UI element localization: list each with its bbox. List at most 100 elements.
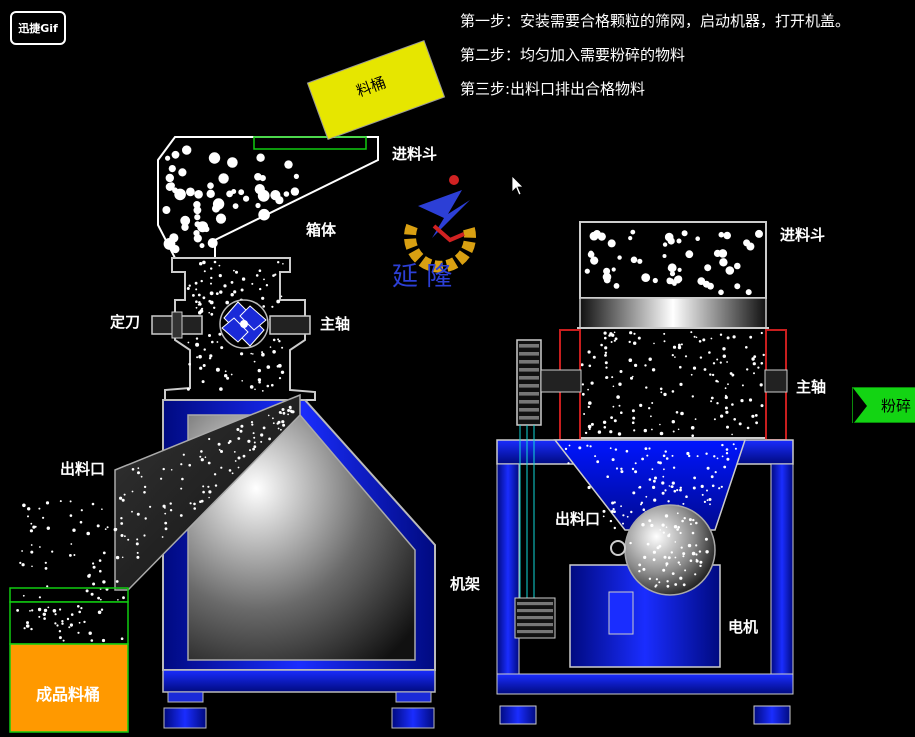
right-hopper-barrel [579,297,767,329]
material-particle [251,282,254,285]
material-particle [260,433,264,437]
right-chamber [577,327,769,439]
material-particle [34,525,37,528]
pulley-groove [517,602,553,606]
left-main-shaft [269,315,311,335]
material-particle [251,423,254,426]
material-particle [198,301,201,304]
material-particle [682,502,685,505]
material-particle [54,622,57,625]
material-particle [58,630,62,633]
material-particle [568,444,571,447]
material-particle [718,249,728,258]
material-particle [725,448,729,451]
material-particle [564,447,568,451]
material-particle [604,346,608,350]
material-particle [663,392,667,397]
material-particle [691,395,694,398]
material-particle [261,351,264,354]
material-particle [31,609,34,612]
right-shaft [540,369,582,393]
material-particle [102,580,106,584]
material-particle [691,551,696,556]
material-particle [590,256,599,265]
material-particle [227,157,238,168]
material-particle [628,340,631,344]
material-particle [250,421,254,424]
pulley-groove [519,376,539,380]
material-particle [268,437,271,441]
material-particle [27,515,29,518]
right-foot-2 [753,705,791,725]
material-particle [723,465,727,469]
material-particle [609,332,613,336]
material-particle [144,517,147,520]
left-shaft-label: 主轴 [320,315,351,333]
material-particle [225,300,229,305]
material-particle [266,365,271,369]
material-particle [669,271,676,277]
material-particle [135,542,139,546]
material-particle [25,624,30,628]
rotor [219,299,269,349]
material-particle [253,360,256,363]
material-particle [115,580,119,583]
material-particle [609,430,613,434]
material-particle [99,569,102,573]
material-particle [32,525,36,529]
material-particle [684,569,687,572]
material-particle [661,523,665,527]
material-particle [78,621,81,624]
material-particle [666,584,670,588]
material-particle [662,531,665,534]
mill-button[interactable]: 粉碎 [852,387,915,424]
material-particle [584,431,588,435]
material-particle [675,411,679,414]
material-particle [210,282,212,285]
material-particle [203,270,206,273]
material-particle [44,567,48,570]
material-particle [682,552,686,556]
material-particle [194,214,201,221]
material-particle [199,262,203,266]
material-particle [633,341,637,345]
material-particle [596,460,600,464]
material-particle [196,356,199,359]
material-particle [671,572,675,575]
material-particle [193,206,202,215]
material-particle [73,554,76,556]
material-particle [587,485,591,490]
material-particle [713,249,722,257]
material-particle [602,515,605,518]
right-frame-base [496,673,794,695]
step-2: 第二步：均匀加入需要粉碎的物料 [460,46,686,64]
gif-badge[interactable]: 迅捷Gif [10,11,66,45]
material-particle [745,289,752,296]
material-particle [136,551,139,554]
material-particle [614,448,618,451]
material-particle [241,380,243,382]
material-particle [193,201,201,209]
material-particle [673,489,677,493]
material-particle [632,375,634,378]
material-particle [734,262,741,270]
material-particle [208,490,212,494]
fixed-knife-bolt [171,311,183,339]
material-particle [188,463,191,467]
material-particle [706,489,708,492]
material-particle [258,208,270,221]
material-particle [272,350,276,354]
material-particle [269,346,272,348]
material-particle [231,472,234,475]
material-particle [711,484,715,488]
material-particle [663,340,666,343]
material-particle [263,278,265,281]
material-particle [199,243,205,249]
material-particle [686,451,690,456]
material-particle [660,391,663,394]
material-particle [646,542,650,546]
material-particle [611,501,615,505]
material-particle [667,534,671,538]
material-particle [120,522,124,525]
material-particle [587,388,589,391]
